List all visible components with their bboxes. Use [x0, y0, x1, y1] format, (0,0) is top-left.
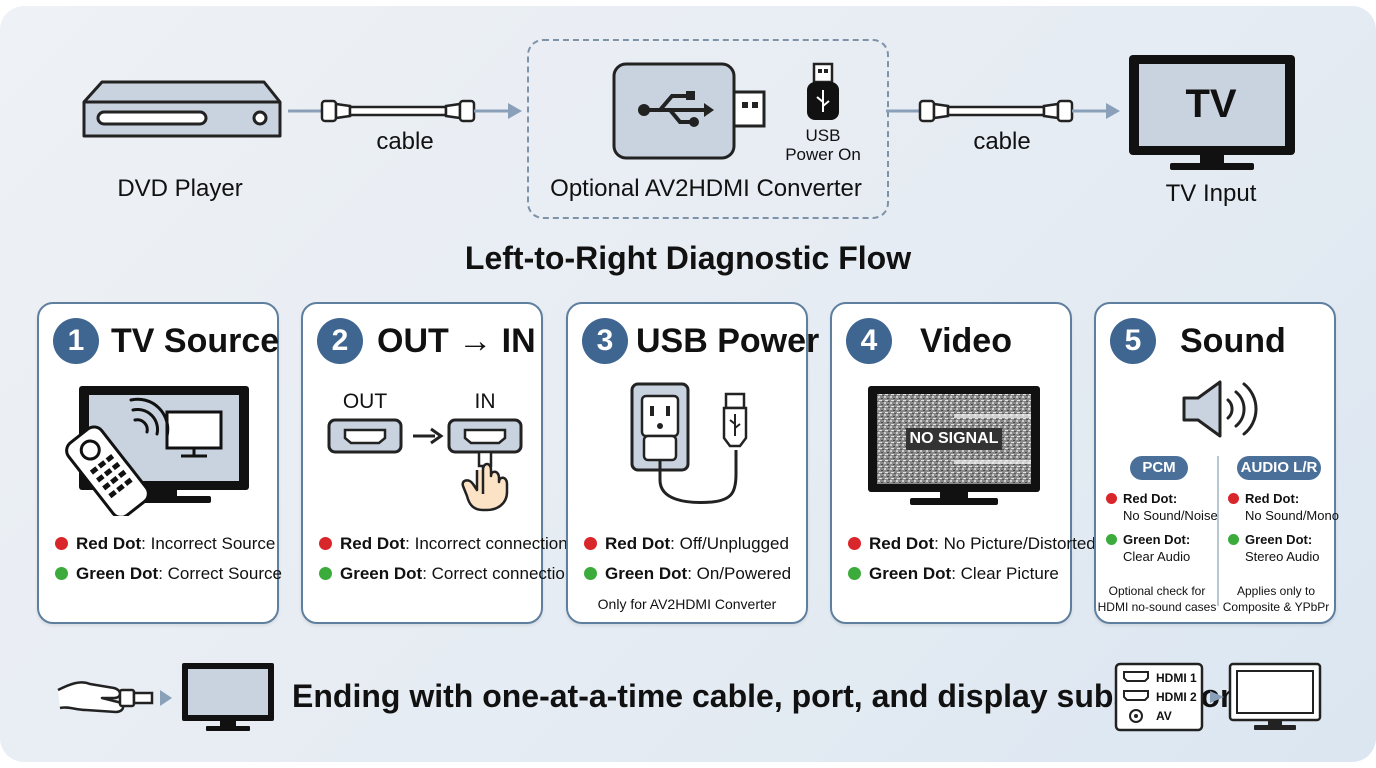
green-dot-icon	[584, 566, 597, 580]
pcm-green: Green Dot:	[1106, 531, 1190, 548]
audio-green: Green Dot:	[1228, 531, 1312, 548]
tv-input-label: TV Input	[1165, 180, 1257, 207]
cable-left-icon	[288, 99, 522, 123]
tv-icon	[1129, 55, 1295, 170]
converter-group	[527, 39, 889, 219]
audio-red-value: No Sound/Mono	[1245, 508, 1339, 523]
card-out-in: 2 OUT → IN OUT IN Red Dot: Incorrect con…	[301, 302, 574, 624]
cable-right-label: cable	[973, 128, 1031, 155]
card-note: Only for AV2HDMI Converter	[597, 596, 777, 612]
audio-note-line1: Applies only to	[1236, 584, 1316, 598]
card-title: Sound	[1180, 322, 1286, 360]
red-dot-icon	[319, 536, 332, 550]
green-dot-icon	[1228, 533, 1239, 545]
legend-red: Red Dot: No Picture/Distorted	[848, 534, 1096, 554]
cable-right-icon	[886, 99, 1120, 123]
usb-label-line2: Power On	[785, 145, 861, 164]
converter-label: Optional AV2HDMI Converter	[550, 175, 862, 202]
usb-plug-icon	[807, 62, 839, 120]
audio-green-value: Stereo Audio	[1245, 549, 1320, 564]
audio-note-line2: Composite & YPbPr	[1222, 600, 1330, 614]
tv-remote-icon	[65, 386, 249, 516]
arrow-right-icon	[1210, 691, 1224, 703]
card-title: USB Power	[636, 322, 820, 360]
flow-title: Left-to-Right Diagnostic Flow	[464, 240, 912, 276]
card-title: Video	[920, 322, 1012, 360]
step-badge: 5	[1110, 318, 1156, 364]
legend-green: Green Dot: On/Powered	[584, 564, 791, 584]
card-video: 4 Video NO SIGNAL Red Dot: No Picture/Di…	[830, 302, 1096, 624]
card-sound: 5 Sound PCM Red Dot: No Sound/Noise Gree…	[1094, 302, 1339, 624]
card-tv-source: 1 TV Source Red Dot: Incorrect Source Gr…	[37, 302, 282, 624]
legend-red: Red Dot: Off/Unplugged	[584, 534, 789, 554]
green-dot-icon	[55, 566, 68, 580]
red-dot-icon	[1106, 492, 1117, 504]
input-panel-icon	[1114, 662, 1204, 732]
column-divider	[1217, 456, 1219, 606]
green-dot-icon	[848, 566, 861, 580]
green-dot-icon	[319, 566, 332, 580]
red-dot-icon	[584, 536, 597, 550]
card-title: TV Source	[111, 322, 280, 360]
dvd-player-label: DVD Player	[117, 175, 243, 202]
hdmi-ports-icon	[327, 418, 523, 512]
step-badge: 1	[53, 318, 99, 364]
card-usb-power: 3 USB Power Red Dot: Off/Unplugged Green…	[566, 302, 819, 624]
pcm-green-value: Clear Audio	[1123, 549, 1191, 564]
legend-red: Red Dot: Incorrect Source	[55, 534, 275, 554]
hand-cable-icon	[57, 681, 172, 714]
audio-lr-pill: AUDIO L/R	[1237, 456, 1321, 480]
speaker-icon	[1182, 380, 1258, 438]
red-dot-icon	[848, 536, 861, 550]
tv-screen-text: TV	[1185, 82, 1237, 126]
out-label: OUT	[342, 390, 388, 413]
dvd-player-icon	[82, 80, 282, 138]
usb-label-line1: USB	[805, 126, 841, 145]
legend-green: Green Dot: Clear Picture	[848, 564, 1059, 584]
card-title: OUT → IN	[377, 322, 536, 360]
bottom-caption: Ending with one-at-a-time cable, port, a…	[292, 678, 1249, 714]
pcm-red-value: No Sound/Noise	[1123, 508, 1218, 523]
step-badge: 2	[317, 318, 363, 364]
audio-red: Red Dot:	[1228, 490, 1299, 507]
pcm-pill: PCM	[1130, 456, 1188, 480]
display-icon	[182, 663, 274, 731]
cable-left-label: cable	[376, 128, 434, 155]
pcm-note-line2: HDMI no-sound cases	[1097, 600, 1217, 614]
no-signal-tv-icon	[868, 386, 1040, 505]
step-badge: 4	[846, 318, 892, 364]
red-dot-icon	[55, 536, 68, 550]
monitor-icon	[1228, 662, 1322, 730]
legend-green: Green Dot: Correct Source	[55, 564, 282, 584]
power-outlet-usb-icon	[630, 382, 748, 504]
green-dot-icon	[1106, 533, 1117, 545]
legend-red: Red Dot: Incorrect connection	[319, 534, 568, 554]
port-av-label: AV	[1156, 709, 1172, 723]
in-label: IN	[474, 390, 496, 413]
port-hdmi2-label: HDMI 2	[1156, 690, 1197, 704]
no-signal-text: NO SIGNAL	[909, 430, 999, 447]
pcm-note-line1: Optional check for	[1108, 584, 1206, 598]
red-dot-icon	[1228, 492, 1239, 504]
av2hdmi-converter-icon	[612, 62, 766, 160]
step-badge: 3	[582, 318, 628, 364]
legend-green: Green Dot: Correct connection	[319, 564, 574, 584]
pcm-red: Red Dot:	[1106, 490, 1177, 507]
port-hdmi1-label: HDMI 1	[1156, 671, 1197, 685]
